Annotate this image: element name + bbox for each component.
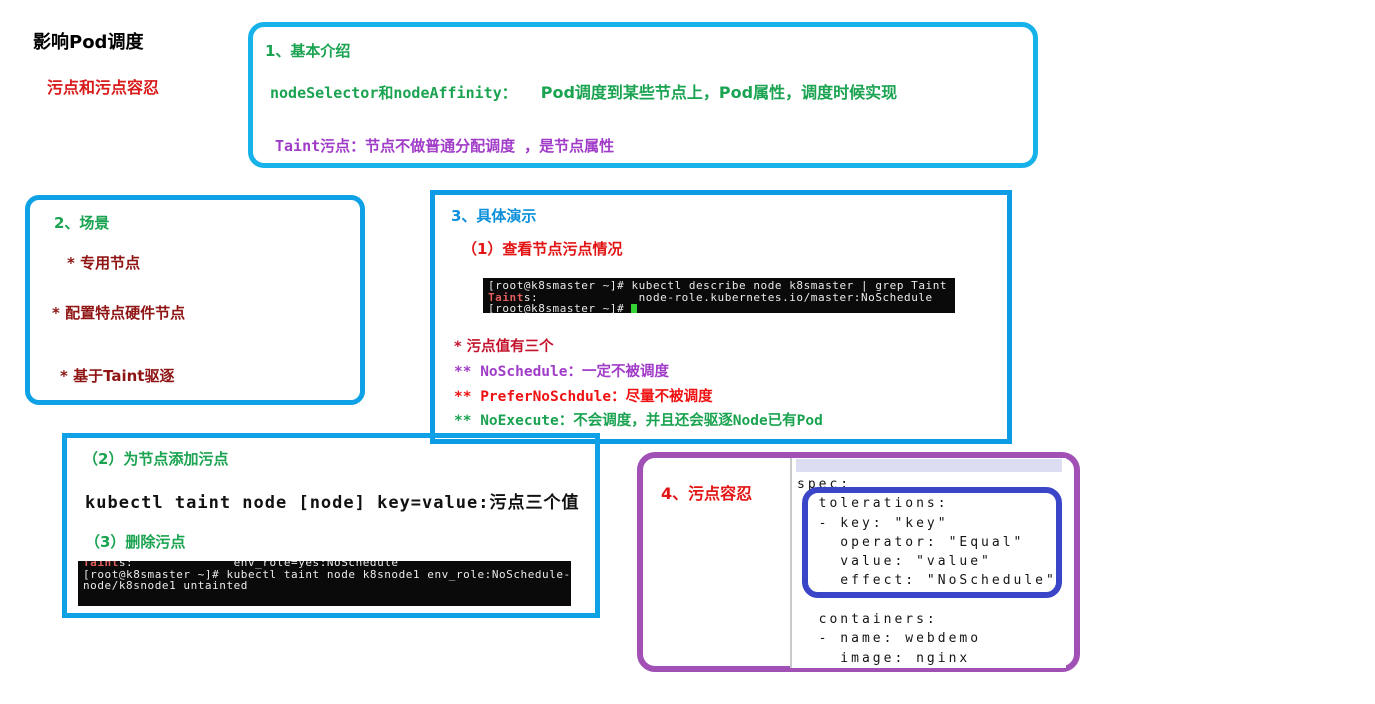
grep-highlight: Taint (83, 561, 119, 569)
add-taint-heading: （2）为节点添加污点 (83, 450, 229, 468)
yaml-line: operator: "Equal" (797, 534, 1025, 550)
scene-heading: 2、场景 (54, 214, 110, 232)
toleration-heading: 4、污点容忍 (661, 484, 753, 503)
toleration-box: 4、污点容忍 (637, 452, 1080, 672)
page-title: 影响Pod调度 (33, 32, 144, 53)
demo-box: 3、具体演示 （1）查看节点污点情况 * 污点值有三个 ** NoSchedul… (430, 190, 1012, 444)
terminal-1-output: Taints: node-role.kubernetes.io/master:N… (488, 290, 933, 304)
selector-label: nodeSelector和nodeAffinity： (270, 84, 517, 102)
intro-heading: 1、基本介绍 (265, 42, 351, 60)
terminal-1-command: [root@k8smaster ~]# kubectl describe nod… (488, 279, 948, 292)
taint-value-noschedule: ** NoSchedule：一定不被调度 (454, 364, 669, 380)
selector-desc: Pod调度到某些节点上，Pod属性，调度时候实现 (540, 83, 898, 102)
terminal-2-clipped-output: Taints: env_role=yes:NoSchedule (83, 561, 566, 569)
scene-item-special-hardware: * 配置特点硬件节点 (52, 304, 186, 322)
taint-value-prefernoschdule: ** PreferNoSchdule：尽量不被调度 (454, 389, 713, 405)
terminal-2-result: node/k8snode1 untainted (83, 579, 248, 592)
scene-box: 2、场景 * 专用节点 * 配置特点硬件节点 * 基于Taint驱逐 (25, 195, 365, 405)
terminal-2: Taints: env_role=yes:NoSchedule [root@k8… (78, 561, 571, 606)
yaml-line: image: nginx (797, 650, 971, 666)
taint-value-noexecute: ** NoExecute：不会调度，并且还会驱逐Node已有Pod (454, 413, 823, 429)
page-subtitle: 污点和污点容忍 (47, 78, 160, 97)
terminal-1: [root@k8smaster ~]# kubectl describe nod… (483, 278, 955, 313)
scene-item-taint-eviction: * 基于Taint驱逐 (60, 367, 175, 385)
intro-box: 1、基本介绍 nodeSelector和nodeAffinity： Pod调度到某… (248, 22, 1038, 168)
yaml-line: effect: "NoSchedule" (797, 573, 1057, 589)
yaml-snippet: spec: tolerations: - key: "key" operator… (790, 458, 1066, 668)
yaml-line: spec: (797, 477, 852, 492)
delete-taint-heading: （3）删除污点 (85, 533, 186, 551)
yaml-line: tolerations: (797, 496, 949, 512)
yaml-lines: spec: tolerations: - key: "key" operator… (797, 475, 1057, 668)
demo-step1-heading: （1）查看节点污点情况 (462, 240, 623, 258)
terminal-2-command: [root@k8smaster ~]# kubectl taint node k… (83, 567, 571, 581)
taint-command: kubectl taint node [node] key=value:污点三个… (85, 493, 580, 513)
taint-values-title: * 污点值有三个 (454, 339, 554, 355)
terminal-1-prompt: [root@k8smaster ~]# (488, 303, 950, 313)
scene-item-dedicated-node: * 专用节点 (67, 254, 141, 272)
yaml-line: - key: "key" (797, 515, 949, 531)
yaml-line (797, 591, 1057, 610)
intro-selector-row: nodeSelector和nodeAffinity： Pod调度到某些节点上，Po… (270, 79, 897, 103)
add-delete-taint-box: （2）为节点添加污点 kubectl taint node [node] key… (62, 433, 600, 618)
yaml-line: containers: (797, 612, 938, 628)
selection-bar (796, 459, 1062, 472)
terminal-cursor (631, 304, 638, 313)
yaml-line: - name: webdemo (797, 631, 982, 647)
yaml-line: value: "value" (797, 554, 992, 570)
grep-highlight: Taint (488, 290, 524, 304)
taint-definition-line: Taint污点：节点不做普通分配调度 ，是节点属性 (275, 137, 615, 155)
demo-heading: 3、具体演示 (451, 207, 537, 225)
